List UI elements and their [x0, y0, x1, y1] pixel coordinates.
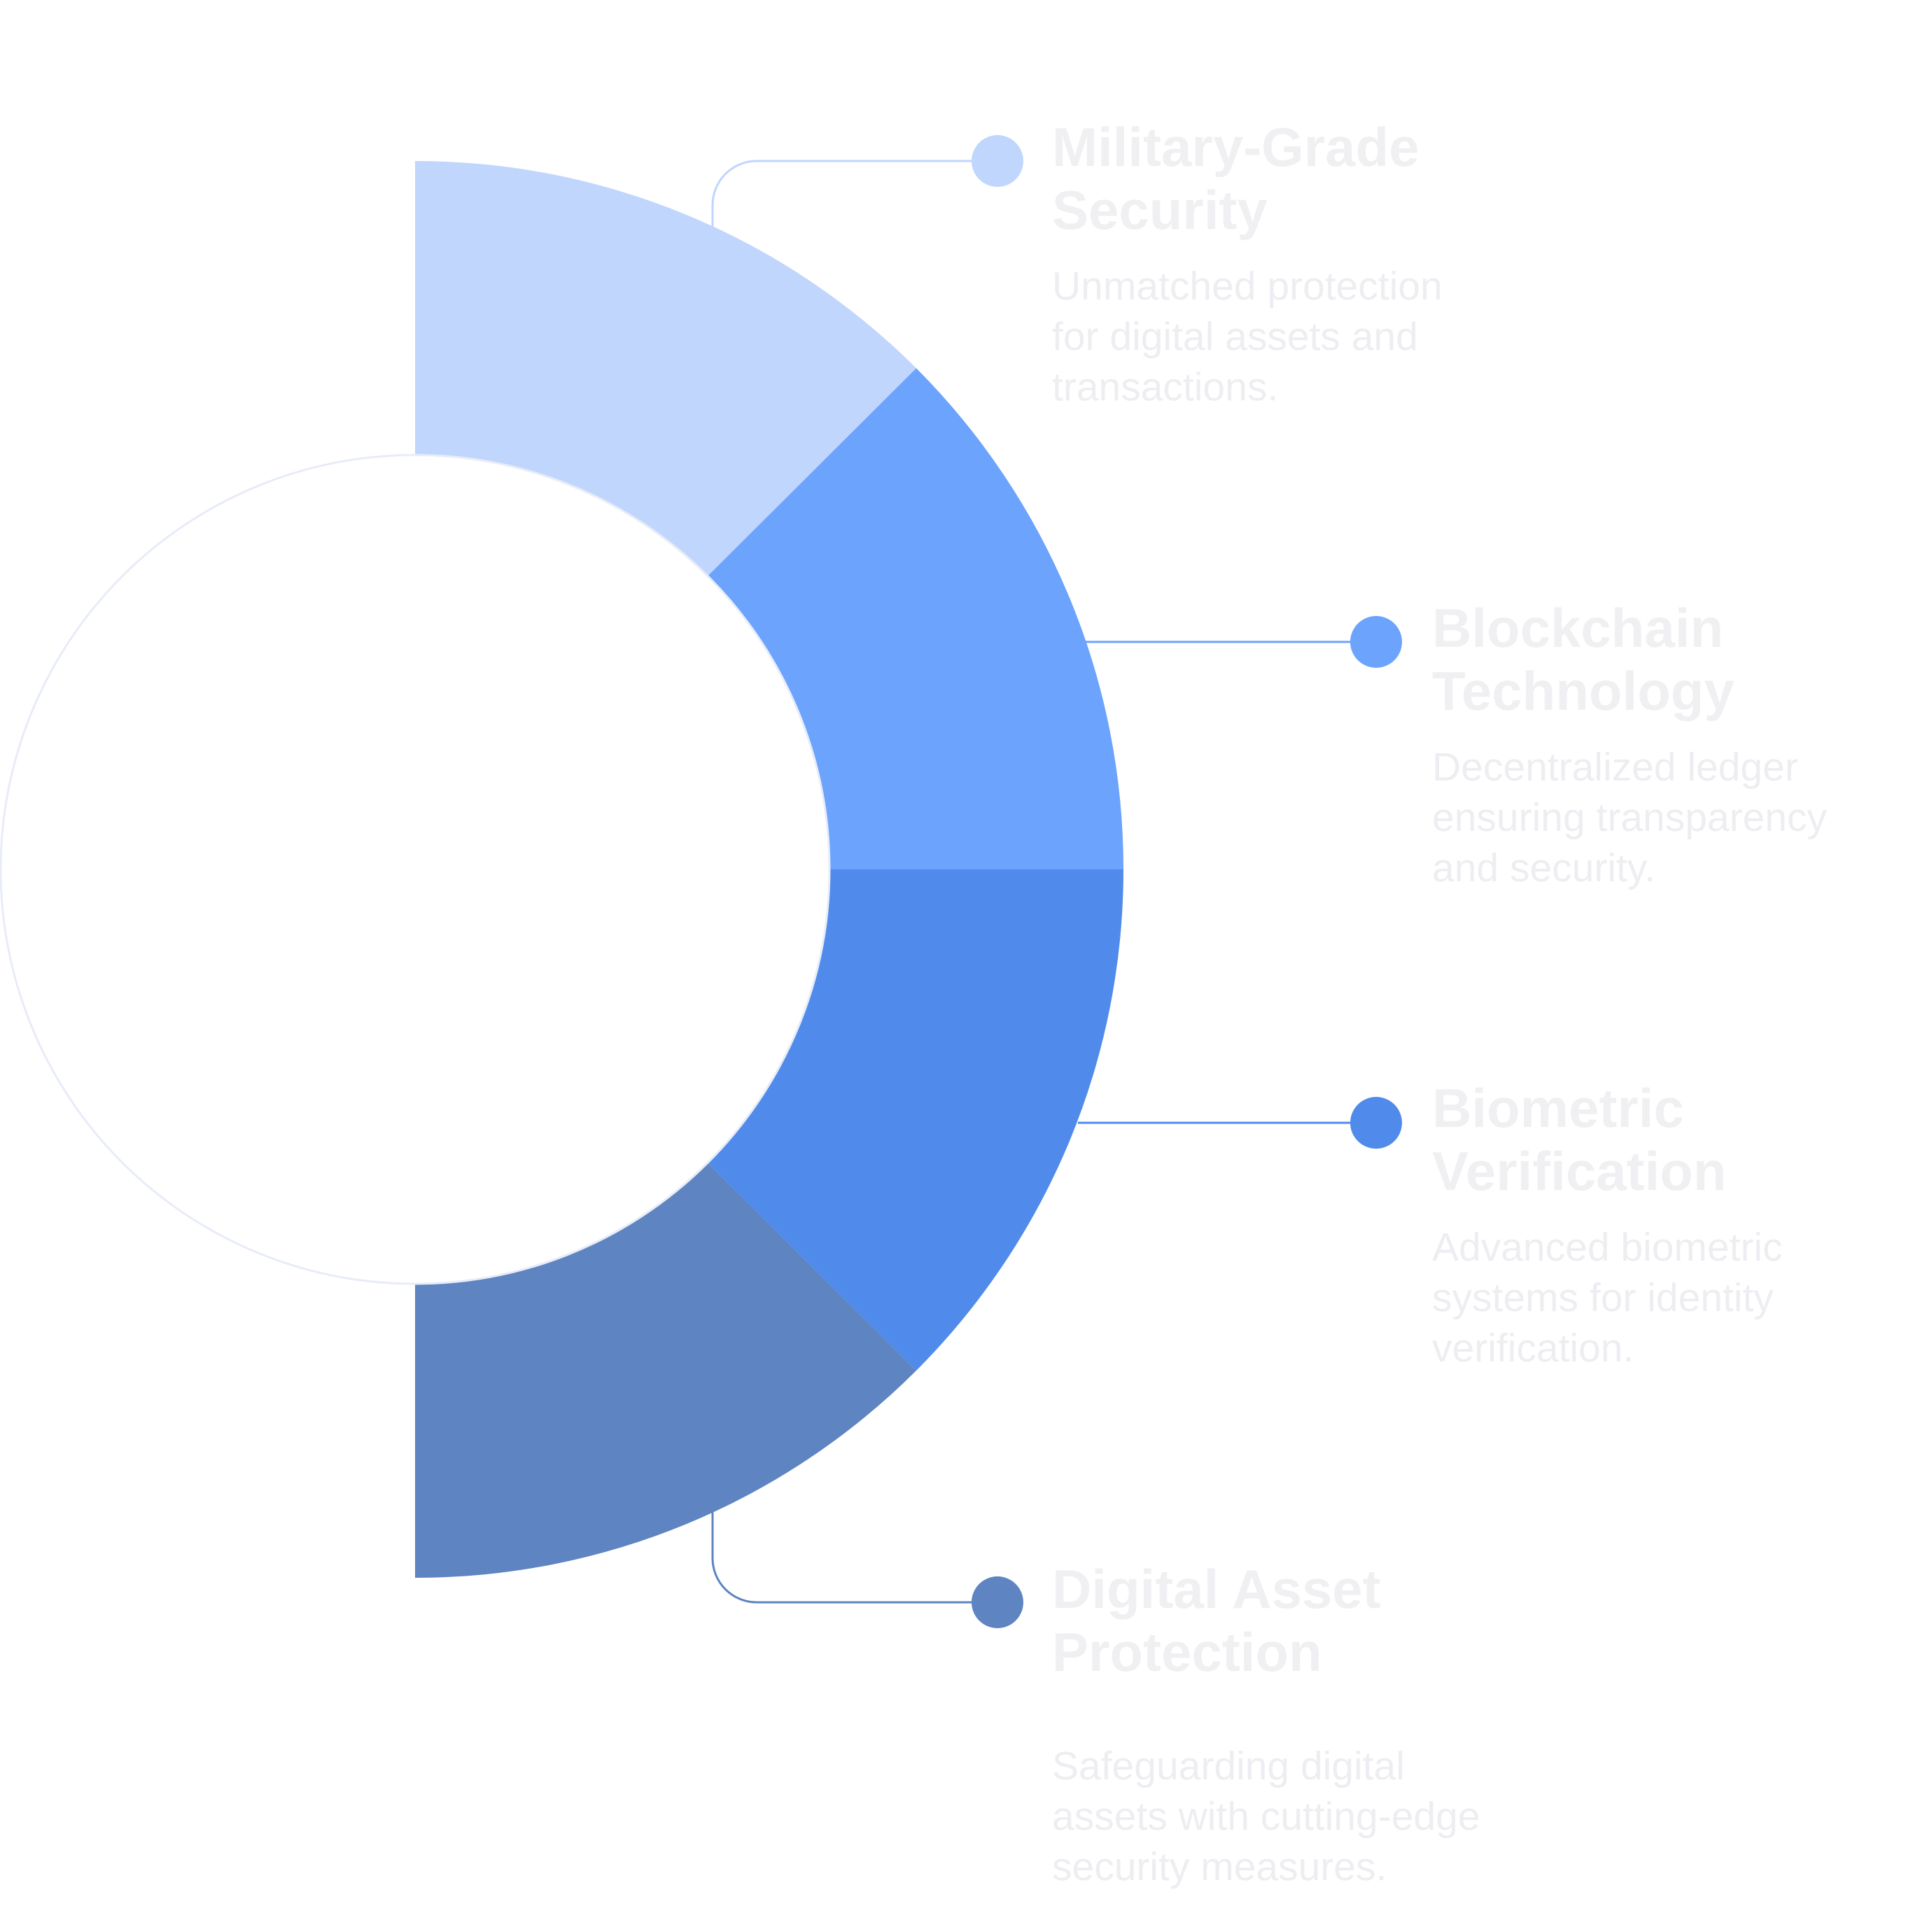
label-description: Decentralized ledger ensuring transparen… — [1432, 745, 1827, 890]
connector-line-4 — [711, 1511, 997, 1604]
label-title-line: Biometric — [1432, 1077, 1684, 1139]
label-title-line: Security — [1052, 179, 1268, 241]
label-title: Blockchain Technology — [1432, 596, 1922, 722]
label-title-line: Blockchain — [1432, 597, 1724, 659]
label-military-grade-security: Military-Grade Security Unmatched protec… — [1052, 115, 1542, 412]
label-digital-asset-protection: Digital Asset Protection Safeguarding di… — [1052, 1558, 1542, 1892]
label-title-line: Protection — [1052, 1621, 1322, 1683]
segment-biometric-verification — [708, 869, 1124, 1371]
label-title-line: Technology — [1432, 660, 1735, 722]
label-title-line: Digital Asset — [1052, 1558, 1381, 1620]
center-circle — [0, 454, 831, 1285]
marker-dot-2 — [1350, 616, 1402, 668]
label-description: Safeguarding digital assets with cutting… — [1052, 1744, 1480, 1889]
label-biometric-verification: Biometric Verification Advanced biometri… — [1432, 1077, 1922, 1373]
segment-military-grade-security — [415, 160, 916, 577]
label-description: Unmatched protection for digital assets … — [1052, 264, 1443, 410]
marker-dot-1 — [972, 135, 1023, 187]
connector-line-1b — [711, 160, 997, 227]
marker-dot-4 — [972, 1576, 1023, 1628]
marker-dot-3 — [1350, 1097, 1402, 1149]
label-description: Advanced biometric systems for identity … — [1432, 1225, 1783, 1371]
label-title: Biometric Verification — [1432, 1077, 1922, 1203]
segment-blockchain-technology — [708, 368, 1124, 869]
label-title-line: Verification — [1432, 1140, 1727, 1202]
label-title: Military-Grade Security — [1052, 115, 1542, 241]
label-title-line: Military-Grade — [1052, 116, 1420, 178]
label-blockchain-technology: Blockchain Technology Decentralized ledg… — [1432, 596, 1922, 893]
segment-digital-asset-protection — [415, 1163, 916, 1578]
label-title: Digital Asset Protection — [1052, 1558, 1542, 1684]
